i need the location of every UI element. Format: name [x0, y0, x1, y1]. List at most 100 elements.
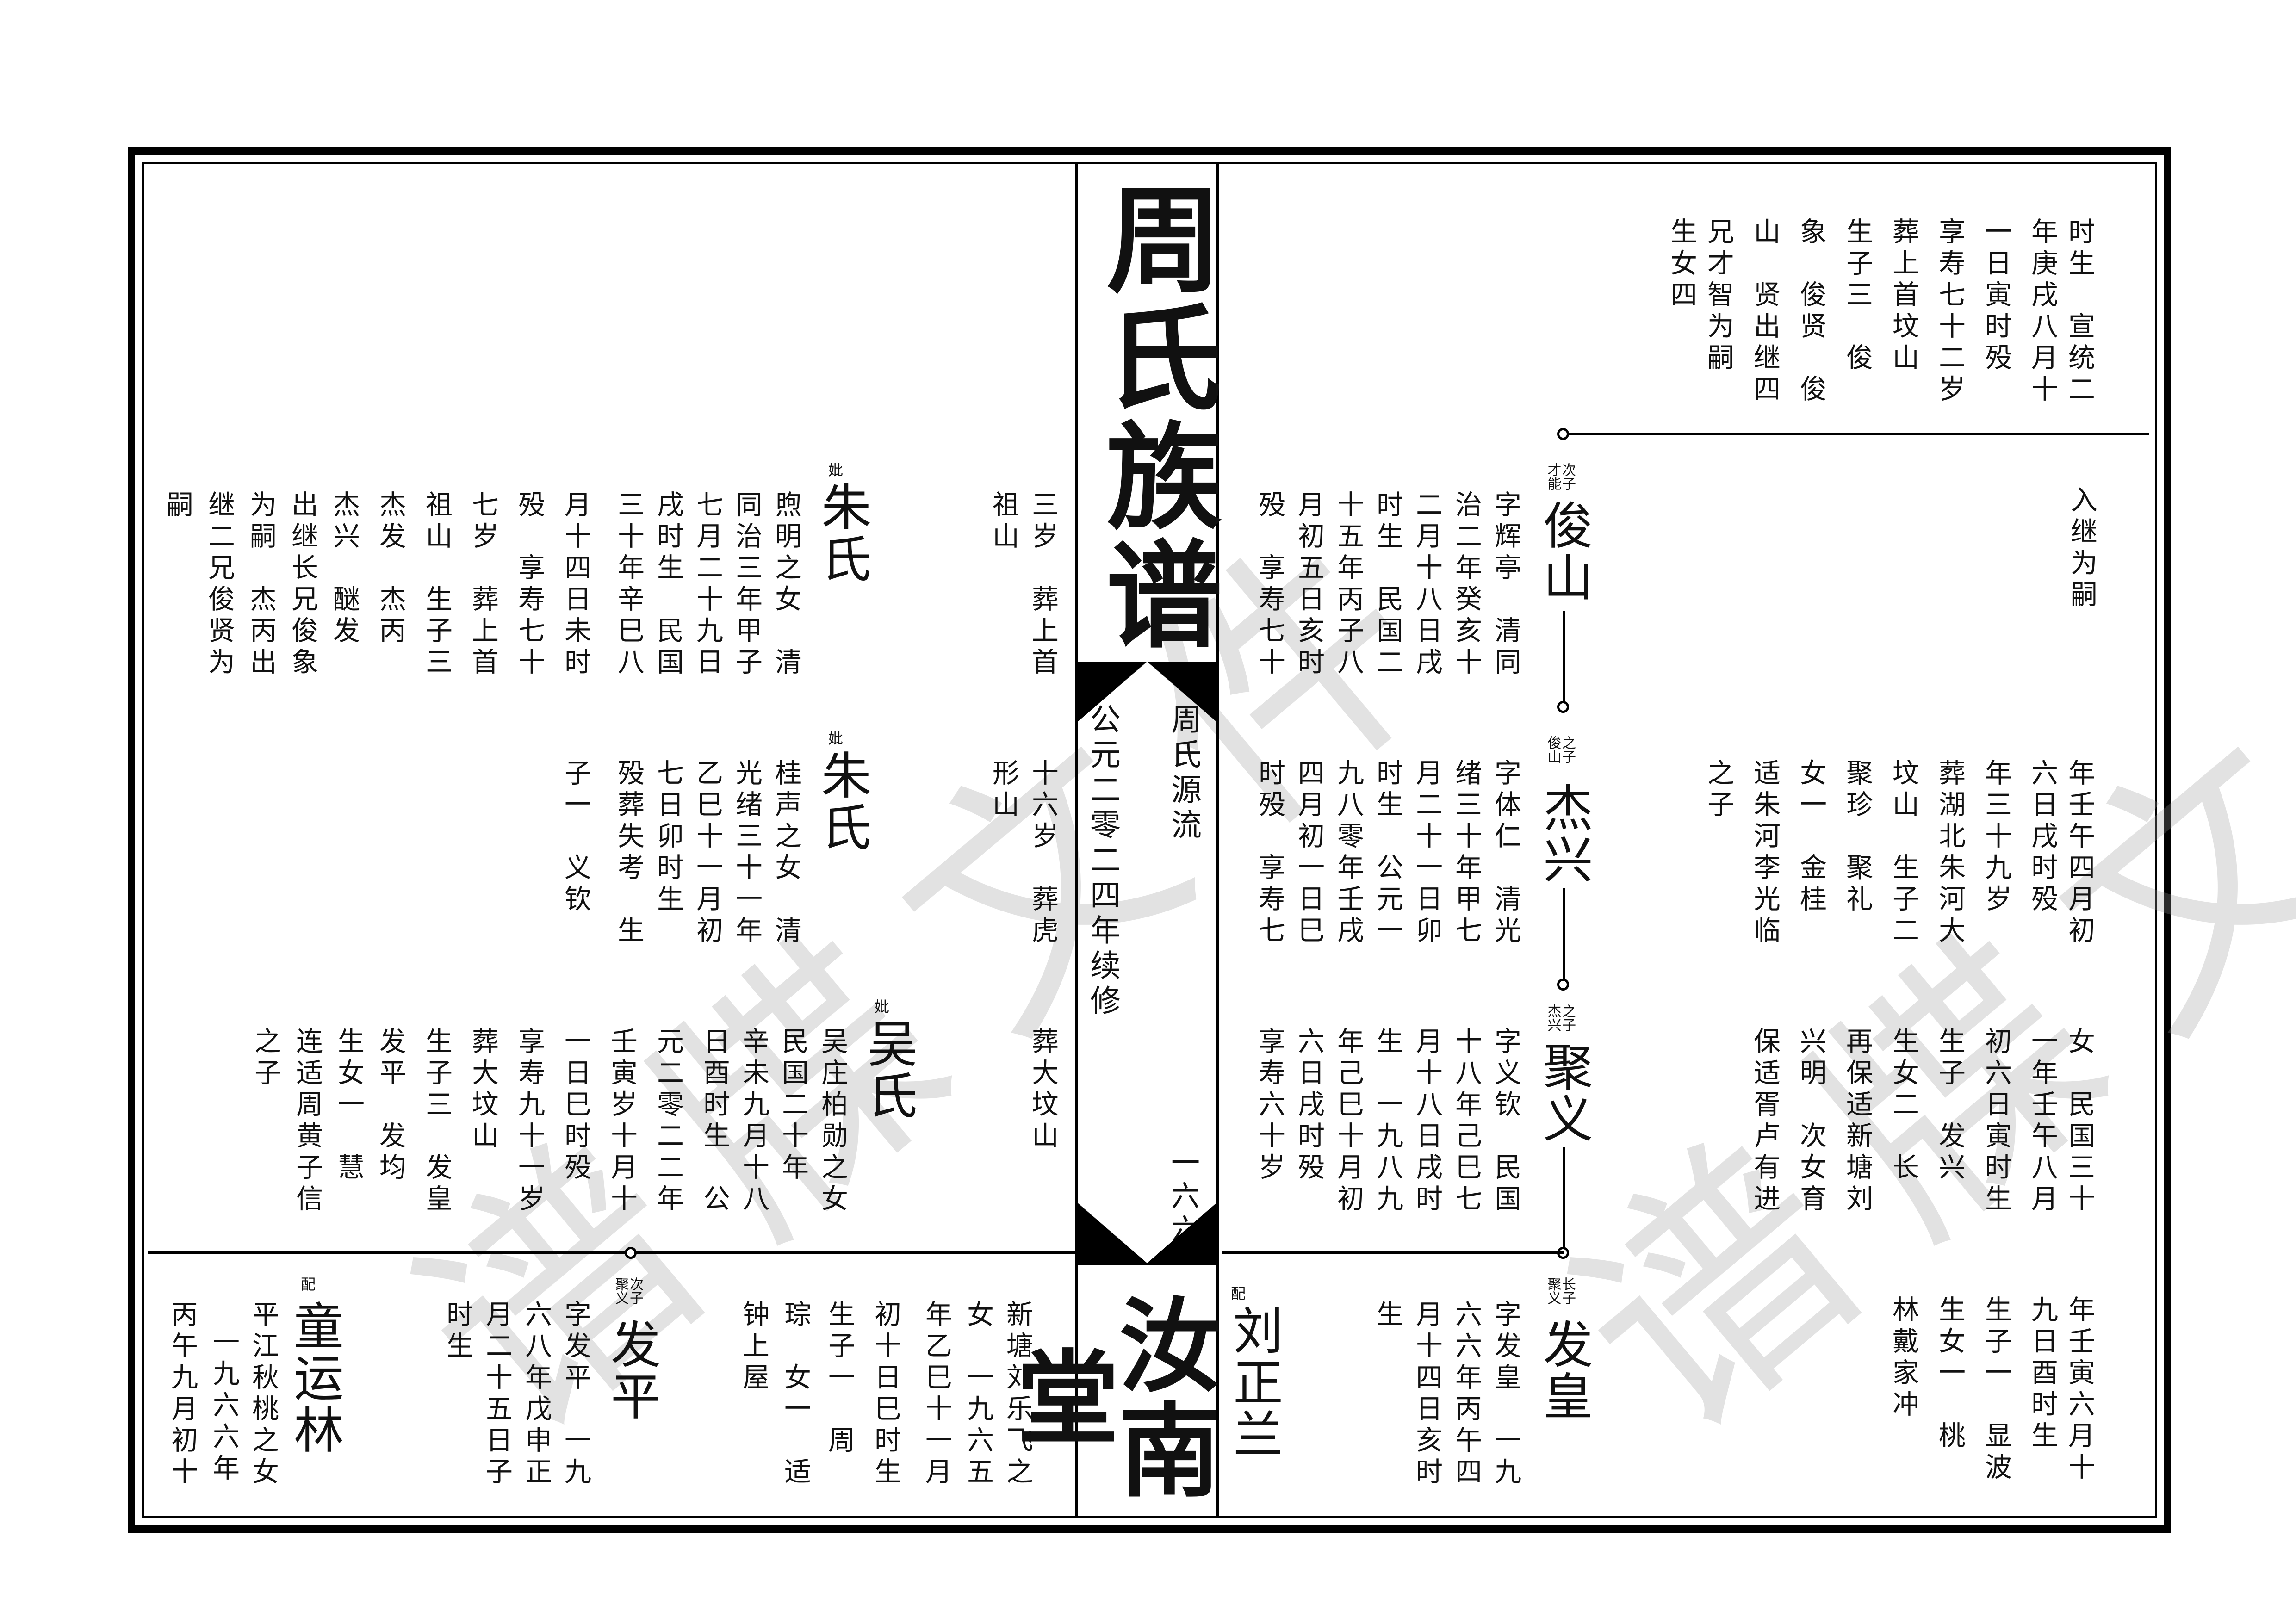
person-jiexing: 杰兴: [1535, 782, 1593, 886]
bio-line: 民国二十年: [777, 1027, 809, 1184]
bio-line: 光绪三十一年: [731, 759, 763, 948]
bio-line: 女 民国三十: [2064, 1027, 2095, 1216]
bio-line: 山 贤出继四: [1749, 217, 1781, 406]
bio-line: 月十八日戌时: [1411, 1027, 1443, 1216]
bio-line: 六六年丙午四: [1451, 1300, 1482, 1489]
bio-line: 煦明之女 清: [770, 490, 802, 679]
bio-line: 三十年辛巳八: [613, 490, 645, 679]
bio-line: 十八年己巳七: [1451, 1027, 1482, 1216]
bio-line: 坟山 生子二: [1888, 759, 1919, 948]
relation-note: 次子才能: [1545, 463, 1576, 490]
spouse-liuzhenglan: 刘正兰: [1225, 1305, 1283, 1460]
bio-line: 女一 金桂: [1795, 759, 1827, 916]
spine-divider: [1078, 1263, 1216, 1265]
lineage-node: [1557, 979, 1569, 991]
bio-line: 生女一 桃: [1934, 1295, 1966, 1453]
bio-line: 生 一九八九: [1372, 1027, 1403, 1216]
bio-line: 三岁 葬上首: [1027, 490, 1059, 679]
bio-line: 杰兴 醚发: [329, 490, 360, 648]
bio-line: 生女一 慧: [333, 1027, 365, 1184]
bio-line: 七月二十九日: [692, 490, 723, 679]
bio-line: 女 一九六五: [962, 1300, 994, 1489]
bio-line: 为嗣 杰丙出: [245, 490, 277, 679]
bio-line: 时生: [442, 1300, 473, 1363]
bio-line: 时生 公元一: [1372, 759, 1403, 948]
bio-line: 七岁 葬上首: [467, 490, 499, 679]
bio-line: 子一 义钦: [560, 759, 591, 916]
bio-line: 生: [1372, 1300, 1403, 1332]
section-divider-right: [1222, 1251, 1564, 1254]
person-fahuang: 发皇: [1535, 1319, 1593, 1422]
bio-line: 生子一 显波: [1980, 1295, 2012, 1484]
lineage-node: [1557, 701, 1569, 713]
bio-line: 戌时生 民国: [652, 490, 684, 679]
hall-name: 汝南堂: [1000, 1293, 1222, 1502]
bio-line: 聚珍 聚礼: [1842, 759, 1873, 916]
bio-line: 年己巳十月初: [1333, 1027, 1364, 1216]
bio-line: 殁 享寿七十: [514, 490, 545, 679]
relation-label: 妣: [828, 461, 844, 479]
bio-line: 葬上首坟山: [1888, 217, 1919, 375]
bio-line: 年壬午四月初: [2064, 759, 2095, 948]
person-zhushi-2: 朱氏: [813, 750, 871, 853]
bio-line: 初十日巳时生: [870, 1300, 901, 1489]
bio-line: 九八零年壬戌: [1333, 759, 1364, 948]
bio-line: 月二十一日卯: [1411, 759, 1443, 948]
adoption-note: 入继为嗣: [2066, 486, 2097, 612]
bio-line: 一九六六年: [208, 1328, 240, 1485]
bio-line: 葬湖北朱河大: [1934, 759, 1966, 948]
bio-line: 月十四日亥时: [1411, 1300, 1443, 1489]
relation-note: 长子聚义: [1545, 1277, 1576, 1305]
bio-line: 十五年丙子八: [1333, 490, 1364, 679]
bio-line: 发平 发均: [375, 1027, 406, 1184]
lineage-node: [1557, 428, 1569, 440]
bio-line: 同治三年甲子: [731, 490, 763, 679]
bio-line: 六日戌时殁: [2027, 759, 2058, 916]
spouse-label: 配: [1231, 1285, 1246, 1302]
bio-line: 月十四日未时: [560, 490, 591, 679]
bio-line: 月初五日亥时: [1293, 490, 1325, 679]
bio-line: 二月十八日戌: [1411, 490, 1443, 679]
bio-line: 吴庄柏勋之女: [817, 1027, 848, 1216]
bio-line: 琮 女一 适: [780, 1300, 811, 1489]
bio-line: 平江秋桃之女: [248, 1300, 279, 1489]
bio-line: 连适周黄子信: [292, 1027, 323, 1216]
lineage-connector: [1563, 888, 1565, 981]
bio-line: 出继长兄俊象: [287, 490, 318, 679]
bio-line: 生子三 俊: [1842, 217, 1873, 375]
bio-line: 祖山: [988, 490, 1019, 553]
bio-line: 新塘刘乐飞之: [1002, 1300, 1033, 1489]
bio-line: 年壬寅六月十: [2064, 1295, 2095, 1484]
bio-line: 字发平 一九: [560, 1300, 591, 1489]
bio-line: 生女四: [1666, 217, 1697, 312]
lineage-node: [625, 1247, 637, 1259]
outer-border: [128, 147, 2171, 1533]
spine-ornament-top: [1078, 662, 1216, 722]
bio-line: 乙巳十一月初: [692, 759, 723, 948]
bio-line: 丙午九月初十: [167, 1300, 198, 1489]
bio-line: 杰发 杰丙: [375, 490, 406, 648]
bio-line: 四月初一日巳: [1293, 759, 1325, 948]
relation-label: 妣: [875, 998, 890, 1016]
person-faping: 发平: [602, 1319, 660, 1422]
bio-line: 享寿六十岁: [1254, 1027, 1285, 1184]
bio-line: 林戴家冲: [1888, 1295, 1919, 1421]
bio-line: 时生 宣统二: [2064, 217, 2095, 406]
bio-line: 一日巳时殁: [560, 1027, 591, 1184]
bio-line: 兴明 次女育: [1795, 1027, 1827, 1216]
revision-date: 公元二零二四年续修: [1085, 703, 1121, 1020]
person-wushi: 吴氏: [859, 1018, 917, 1121]
bio-line: 继二兄俊贤为: [204, 490, 235, 679]
bio-line: 十六岁 葬虎: [1027, 759, 1059, 948]
bio-line: 钟上屋: [738, 1300, 769, 1394]
bio-line: 辛未九月十八: [738, 1027, 769, 1216]
bio-line: 字义钦 民国: [1490, 1027, 1521, 1216]
bio-line: 月二十五日子: [481, 1300, 513, 1489]
bio-line: 九日酉时生: [2027, 1295, 2058, 1453]
center-spine: [1075, 162, 1219, 1518]
bio-line: 生子一 周: [824, 1300, 855, 1457]
relation-note: 之子杰兴: [1545, 1004, 1576, 1032]
bio-line: 治二年癸亥十: [1451, 490, 1482, 679]
bio-line: 时生 民国二: [1372, 490, 1403, 679]
inner-border: [142, 162, 2157, 1518]
